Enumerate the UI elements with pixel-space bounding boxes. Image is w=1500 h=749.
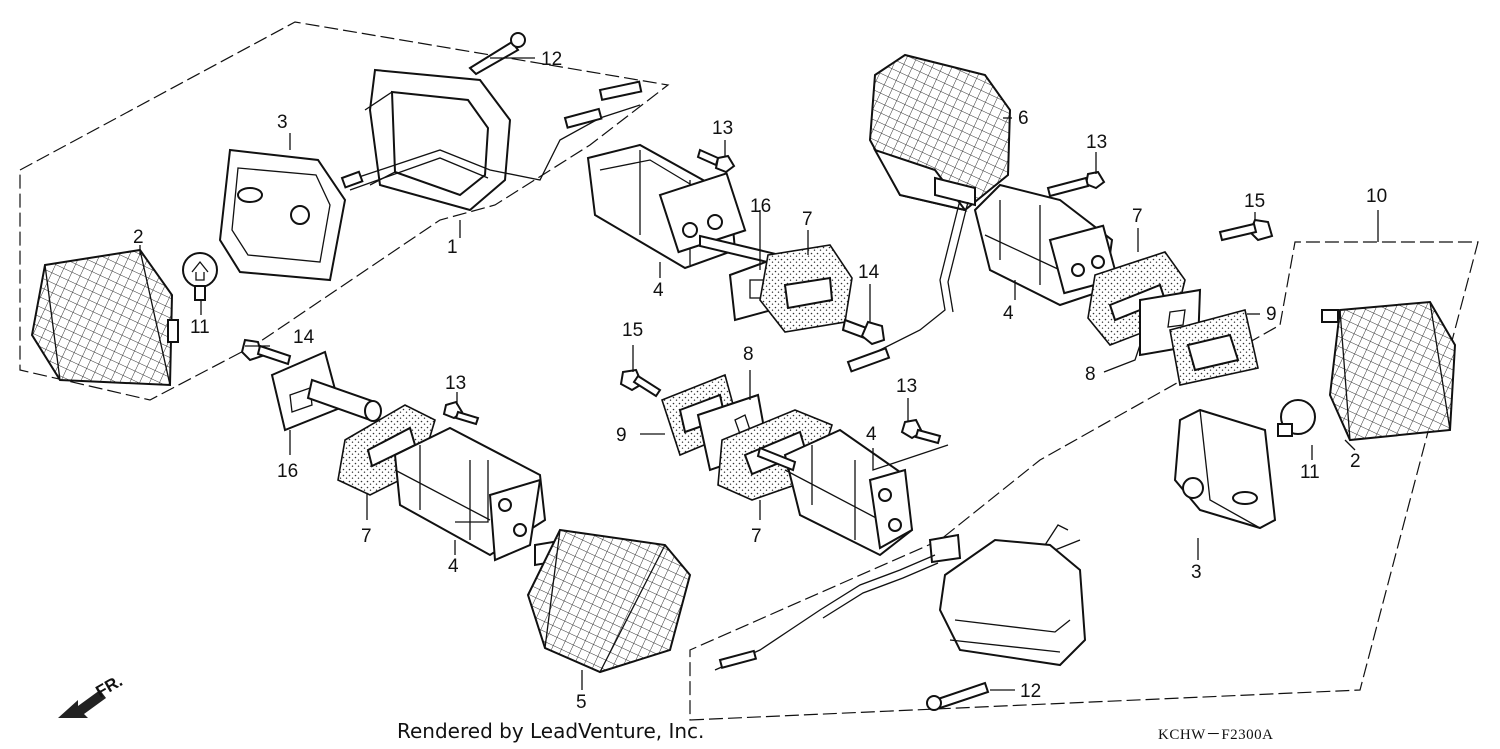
gasket-upper-left (759, 244, 853, 333)
callout-8-middle: 8 (743, 344, 754, 365)
callout-13-middle: 13 (896, 376, 917, 397)
callout-1: 1 (447, 237, 458, 258)
lens-front-left (30, 248, 179, 387)
bolt-14-right (841, 318, 886, 346)
callout-4-lower-left: 4 (448, 556, 459, 577)
callout-5: 5 (576, 692, 587, 713)
callout-4-upper-right: 4 (1003, 303, 1014, 324)
assembly-boundary-right (689, 241, 1479, 721)
callout-7-lower-left: 7 (361, 526, 372, 547)
front-direction-arrow: FR. (58, 671, 126, 718)
stay-lower-left (393, 426, 547, 562)
bracket-housing-left (340, 68, 643, 212)
bolt-15-middle (619, 368, 662, 398)
screw-bottom (926, 681, 990, 711)
turn-signal-rear-bottom (714, 524, 1087, 671)
callout-4-upper-left: 4 (653, 280, 664, 301)
leader-lines (139, 57, 1379, 691)
callout-2-right: 2 (1350, 451, 1361, 472)
arrow-left-icon (58, 690, 106, 718)
callout-11-left: 11 (190, 317, 210, 338)
callout-3-left: 3 (277, 112, 288, 133)
callout-8-upper: 8 (1085, 364, 1096, 385)
callout-7-upper-left: 7 (802, 209, 813, 230)
diagram-code: KCHW－F2300A (1158, 727, 1274, 743)
callout-11-right: 11 (1300, 462, 1320, 483)
lens-rear-right (1321, 300, 1457, 442)
bulb-left (182, 252, 218, 301)
callout-13-upper-right: 13 (1086, 132, 1107, 153)
turn-signal-rear-top (846, 53, 1012, 373)
screw-13-upper-right (1046, 170, 1106, 198)
callout-2-left: 2 (133, 227, 144, 248)
callout-4-middle: 4 (866, 424, 877, 445)
callout-14-left: 14 (293, 327, 315, 348)
callout-7-upper-right: 7 (1132, 206, 1143, 227)
callout-9-middle: 9 (616, 425, 627, 446)
bulb-right (1277, 399, 1316, 437)
stay-middle (756, 428, 914, 557)
screw-13-upper-left (696, 148, 736, 174)
callout-12-bottom: 12 (1020, 681, 1041, 702)
callout-14-right: 14 (858, 262, 880, 283)
turn-signal-front-left (526, 528, 692, 674)
callout-9-upper: 9 (1266, 304, 1277, 325)
socket-housing-left (218, 148, 347, 282)
screw-13-lower-left (442, 400, 480, 426)
bolt-14-left (240, 338, 292, 366)
callout-16-upper: 16 (750, 196, 771, 217)
stay-plate-lower (270, 350, 382, 432)
callout-15-middle: 15 (622, 320, 643, 341)
callout-16-lower: 16 (277, 461, 298, 482)
assembly-boundary-left (19, 21, 670, 401)
callout-7-middle: 7 (751, 526, 762, 547)
callout-10: 10 (1366, 186, 1387, 207)
footer-credit: Rendered by LeadVenture, Inc. (397, 719, 704, 743)
callout-3-right: 3 (1191, 562, 1202, 583)
callout-13-lower-left: 13 (445, 373, 466, 394)
bolt-15-upper (1218, 218, 1274, 242)
socket-housing-right (1173, 408, 1277, 530)
callout-15-upper: 15 (1244, 191, 1265, 212)
callout-6: 6 (1018, 108, 1029, 129)
stay-upper-right (973, 183, 1119, 307)
callout-12-top: 12 (541, 49, 562, 70)
screw-13-middle (900, 418, 942, 445)
callout-labels: 12 3 2 11 1 13 16 7 4 14 6 13 7 15 10 4 … (133, 49, 1387, 713)
callout-13-upper-left: 13 (712, 118, 733, 139)
seal-9-upper (1169, 309, 1259, 386)
